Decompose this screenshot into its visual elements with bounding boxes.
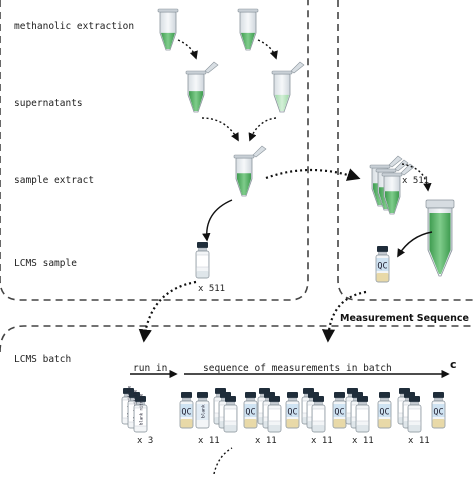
qc-label: QC <box>287 408 297 418</box>
tube-supernatant-2 <box>271 61 305 113</box>
vial-batch-qc-6: QC <box>431 392 446 429</box>
count-batch-group-2: x 11 <box>255 436 277 446</box>
qc-label: QC <box>181 408 191 418</box>
arrow-falcon-to-qc <box>397 231 433 258</box>
arrow-layer <box>130 39 450 475</box>
arrow-extraction-to-supernatant-2 <box>257 39 278 60</box>
panel-letter-c: c <box>450 358 457 371</box>
vial-pooled-qc: QC <box>375 246 390 283</box>
count-batch-group-4: x 11 <box>352 436 374 446</box>
arrow-lcms-sample-to-batch <box>138 280 197 343</box>
label-sequence: sequence of measurements in batch <box>203 363 392 374</box>
blank-label: blank <box>201 404 207 418</box>
falcon-tube <box>425 199 455 277</box>
count-batch-group-3: x 11 <box>311 436 333 446</box>
panel-a-outline <box>0 0 309 301</box>
label-run-in: run in <box>133 363 168 374</box>
panel-b-outline <box>337 0 474 301</box>
arrow-qc-to-batch <box>321 290 367 343</box>
vial-group-1-c <box>223 396 238 433</box>
tube-supernatant-1 <box>185 61 219 113</box>
label-lcms-batch: LCMS batch <box>14 354 72 365</box>
count-run-in: x 3 <box>137 436 154 446</box>
arrow-bottom-continuation <box>213 447 233 475</box>
tube-extraction-2 <box>237 8 259 51</box>
vial-lcms-sample <box>195 242 210 279</box>
vial-batch-qc-4: QC <box>332 392 347 429</box>
arrow-supernatant-to-extract-2 <box>248 117 277 142</box>
vial-group-4-c <box>355 396 370 433</box>
arrow-supernatant-to-extract-1 <box>201 117 239 142</box>
vial-batch-qc-1: QC <box>179 392 194 429</box>
tube-extraction-1 <box>157 8 179 51</box>
vial-group-2-c <box>267 396 282 433</box>
blank-nitrile-label: blank nitrile <box>139 393 144 425</box>
label-methanolic-extraction: methanolic extraction <box>14 21 135 32</box>
tube-layer <box>157 8 455 277</box>
label-supernatants: supernatants <box>14 98 83 109</box>
panel-c-outline <box>0 325 474 353</box>
count-batch-group-5: x 11 <box>408 436 430 446</box>
label-sample-extract: sample extract <box>14 175 95 186</box>
panel-outlines <box>0 0 474 353</box>
label-lcms-sample: LCMS sample <box>14 258 77 269</box>
measurement-sequence-title: Measurement Sequence <box>340 313 469 324</box>
vial-run-in-3: blank nitrile <box>133 393 148 433</box>
count-lcms-sample: x 511 <box>198 284 226 294</box>
qc-label: QC <box>334 408 344 418</box>
vial-batch-qc-3: QC <box>285 392 300 429</box>
vial-batch-qc-2: QC <box>243 392 258 429</box>
qc-label: QC <box>379 408 389 418</box>
qc-label: QC <box>377 262 387 272</box>
arrow-extract-to-lcms-sample <box>202 199 233 242</box>
vial-batch-blank: blank <box>195 392 210 429</box>
count-pooled-extract: x 511 <box>402 176 430 186</box>
arrow-pool-to-falcon <box>401 163 432 192</box>
tube-sample-extract <box>233 145 267 197</box>
arrow-extraction-to-supernatant-1 <box>177 39 198 60</box>
vial-batch-qc-5: QC <box>377 392 392 429</box>
qc-label: QC <box>245 408 255 418</box>
count-batch-group-1: x 11 <box>198 436 220 446</box>
vial-group-3-c <box>311 396 326 433</box>
arrow-extract-to-pool <box>265 168 361 181</box>
qc-label: QC <box>433 408 443 418</box>
vial-group-5-c <box>407 396 422 433</box>
